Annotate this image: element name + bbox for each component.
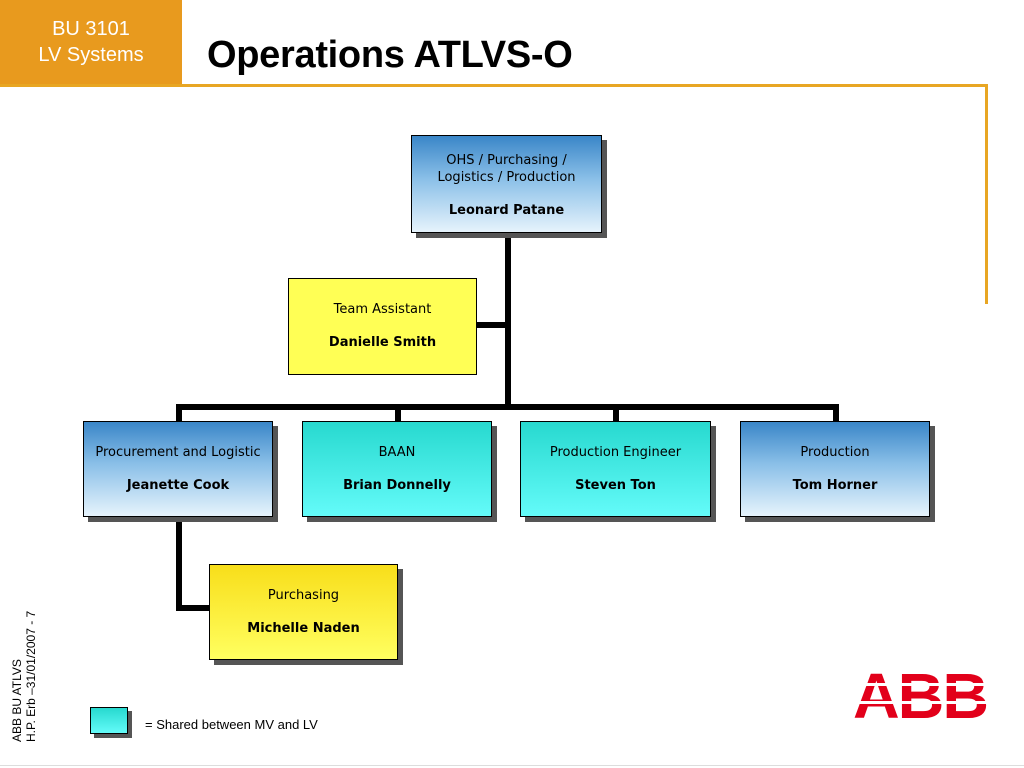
connector-procurement-down <box>176 517 182 611</box>
footer-info-line-2: H.P. Erb –31/01/2007 - 7 <box>24 610 38 742</box>
org-role-procurement: Procurement and Logistic <box>95 445 261 460</box>
org-box-prod-engineer: Production Engineer Steven Ton <box>520 421 711 517</box>
org-role-assistant: Team Assistant <box>333 302 432 317</box>
connector-drop-production <box>833 404 839 422</box>
legend-shared-text: = Shared between MV and LV <box>145 717 318 732</box>
connector-drop-baan <box>395 404 401 422</box>
org-name-production: Tom Horner <box>792 478 878 493</box>
org-name-procurement: Jeanette Cook <box>126 478 230 493</box>
connector-drop-prod-engineer <box>613 404 619 422</box>
footer-rule <box>0 765 1024 766</box>
footer-vertical-info: ABB BU ATLVS H.P. Erb –31/01/2007 - 7 <box>10 512 38 742</box>
org-name-purchasing: Michelle Naden <box>247 621 360 636</box>
org-role-head-line-2: Logistics / Production <box>437 170 576 185</box>
org-role-head-line-1: OHS / Purchasing / <box>446 153 567 168</box>
footer-info-line-1: ABB BU ATLVS <box>10 659 24 742</box>
org-role-baan: BAAN <box>378 445 416 460</box>
abb-logo-graphic: ABB <box>853 660 989 732</box>
org-box-head: OHS / Purchasing / Logistics / Productio… <box>411 135 602 233</box>
legend-shared-swatch <box>90 707 128 734</box>
org-name-prod-engineer: Steven Ton <box>575 478 656 493</box>
org-role-purchasing: Purchasing <box>267 588 340 603</box>
frame-right-rule <box>985 84 988 304</box>
unit-badge: BU 3101 LV Systems <box>0 0 182 84</box>
org-name-head: Leonard Patane <box>448 203 565 218</box>
badge-line-2: LV Systems <box>38 44 144 66</box>
org-box-assistant: Team Assistant Danielle Smith <box>288 278 477 375</box>
svg-text:ABB: ABB <box>853 666 987 722</box>
org-role-prod-engineer: Production Engineer <box>549 445 682 460</box>
org-name-baan: Brian Donnelly <box>343 478 451 493</box>
badge-line-1: BU 3101 <box>52 18 130 40</box>
connector-head-trunk <box>505 233 511 407</box>
org-box-production: Production Tom Horner <box>740 421 930 517</box>
connector-purchasing <box>176 605 210 611</box>
connector-branch-bar <box>176 404 839 410</box>
connector-assistant <box>476 322 511 328</box>
org-name-assistant: Danielle Smith <box>328 335 437 350</box>
page-title: Operations ATLVS-O <box>207 34 573 76</box>
org-box-baan: BAAN Brian Donnelly <box>302 421 492 517</box>
frame-top-rule <box>0 84 988 87</box>
org-role-production: Production <box>800 445 870 460</box>
connector-drop-procurement <box>176 404 182 422</box>
org-box-procurement: Procurement and Logistic Jeanette Cook <box>83 421 273 517</box>
org-box-purchasing: Purchasing Michelle Naden <box>209 564 398 660</box>
abb-logo: ABB <box>853 660 989 732</box>
